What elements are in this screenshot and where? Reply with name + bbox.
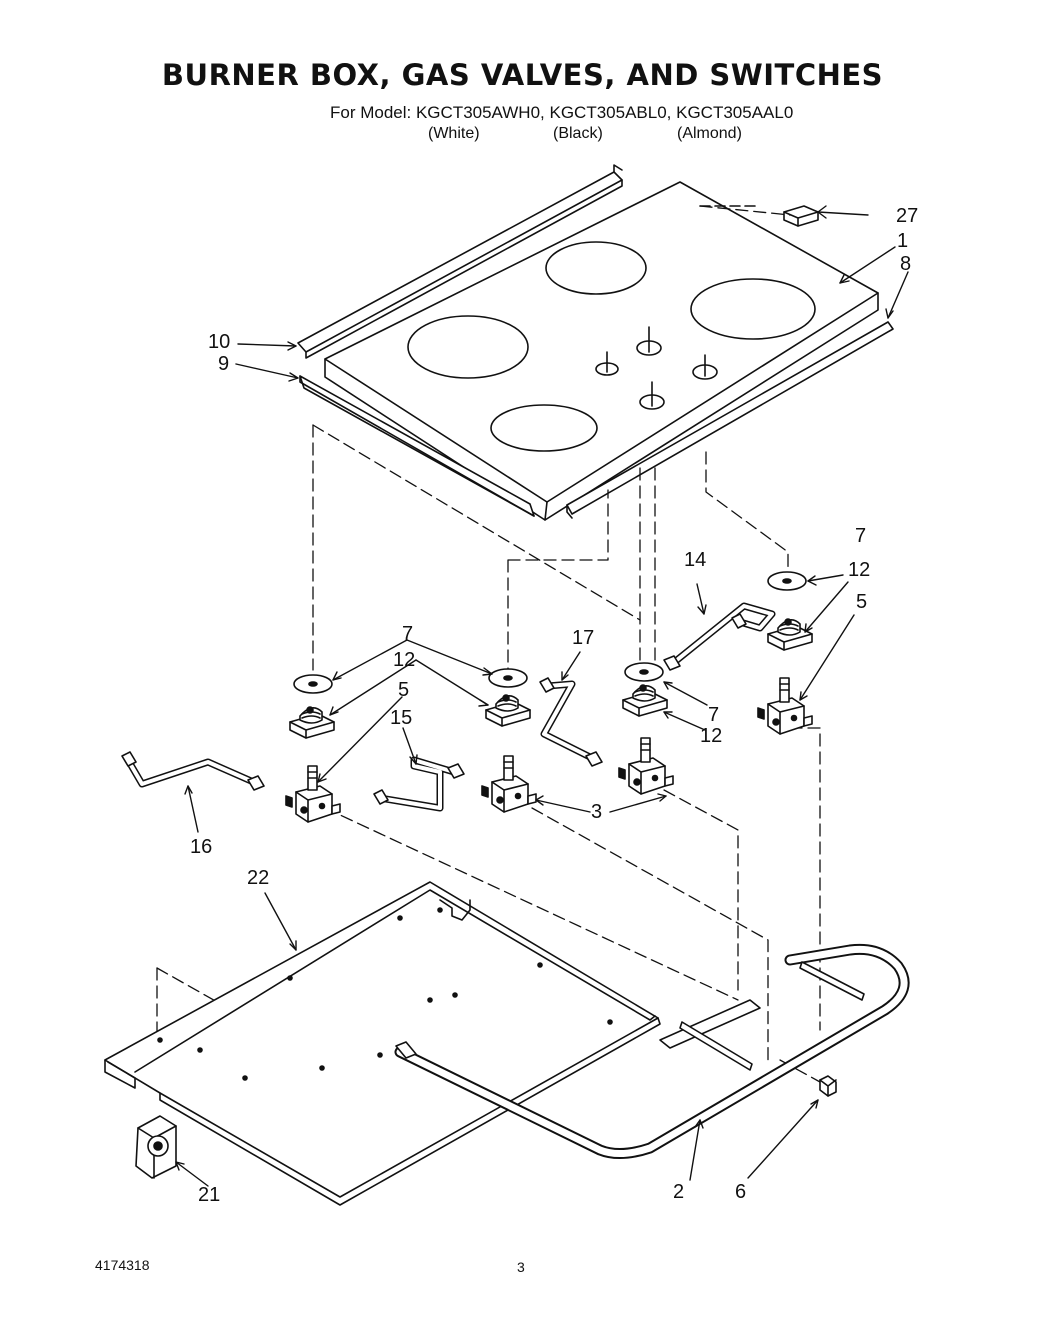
gas-valve-3 (618, 737, 674, 795)
ignition-switch-12 (622, 684, 668, 717)
burner-opening (545, 241, 647, 295)
callout-10: 10 (208, 331, 230, 353)
burner-box-22 (104, 881, 661, 1206)
washer-7 (293, 674, 333, 694)
washer-7 (624, 662, 664, 682)
gas-valve-3 (481, 755, 537, 813)
callout-17: 17 (572, 627, 594, 649)
burner-opening (690, 278, 816, 340)
gas-tube-16 (121, 751, 265, 791)
page-number: 3 (517, 1259, 525, 1275)
bracket-27 (783, 205, 819, 227)
burner-opening (490, 404, 598, 452)
gas-valve-5 (757, 677, 813, 735)
document-number: 4174318 (95, 1257, 150, 1273)
callout-7: 7 (402, 623, 413, 645)
model-numbers: For Model: KGCT305AWH0, KGCT305ABL0, KGC… (330, 103, 794, 122)
callout-21: 21 (198, 1184, 220, 1206)
trim-strip-9 (299, 375, 535, 517)
callout-15: 15 (390, 707, 412, 729)
manifold-pipe-2 (394, 943, 910, 1159)
ignition-switch-12 (289, 706, 335, 739)
gas-tube-14 (663, 602, 776, 671)
orifice-fitting-6 (819, 1075, 837, 1097)
callout-27: 27 (896, 205, 918, 227)
gas-tube-15 (373, 756, 465, 812)
trim-strip-8 (566, 321, 894, 519)
ignition-switch-12 (485, 694, 531, 727)
callout-9: 9 (218, 353, 229, 375)
callout-7: 7 (855, 525, 866, 547)
callout-5: 5 (398, 679, 409, 701)
callout-2: 2 (673, 1181, 684, 1203)
burner-opening (407, 315, 529, 379)
cooktop-panel (324, 181, 879, 521)
callout-12: 12 (700, 725, 722, 747)
gas-valve-5 (285, 765, 341, 823)
callout-12: 12 (848, 559, 870, 581)
callout-22: 22 (247, 867, 269, 889)
color-variant-almond: (Almond) (677, 125, 742, 142)
callout-7: 7 (708, 704, 719, 726)
color-variant-white: (White) (428, 125, 480, 142)
page-title: BURNER BOX, GAS VALVES, AND SWITCHES (161, 58, 884, 92)
washer-7 (488, 668, 528, 688)
callout-16: 16 (190, 836, 212, 858)
callout-5: 5 (856, 591, 867, 613)
spark-module-21 (135, 1115, 177, 1179)
callout-6: 6 (735, 1181, 746, 1203)
callout-1: 1 (897, 230, 908, 252)
valve-stem-holes (595, 326, 718, 410)
callout-labels: 27 1 8 10 9 7 14 12 5 7 17 12 5 15 7 12 … (190, 205, 918, 1206)
callout-14: 14 (684, 549, 706, 571)
trim-strip-10 (297, 164, 623, 359)
callout-12: 12 (393, 649, 415, 671)
callout-8: 8 (900, 253, 911, 275)
washer-7 (767, 571, 807, 591)
leader-lines (175, 205, 909, 1187)
color-variant-black: (Black) (553, 125, 603, 142)
gas-tube-17 (539, 677, 603, 767)
callout-3: 3 (591, 801, 602, 823)
